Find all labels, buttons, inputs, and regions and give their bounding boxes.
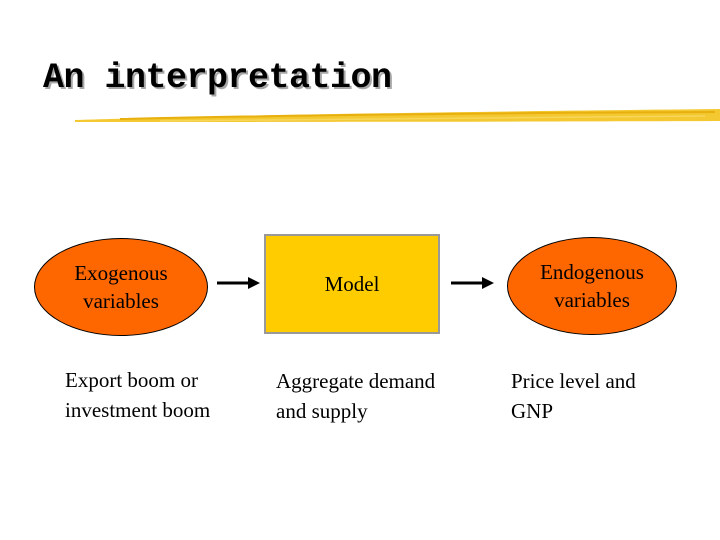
input-example-caption: Export boom or investment boom xyxy=(65,368,211,422)
title-underline-brush xyxy=(75,109,720,122)
endogenous-label-line2: variables xyxy=(554,288,630,312)
exogenous-variables-oval: Exogenous variables xyxy=(34,238,208,336)
model-label: Model xyxy=(324,271,380,296)
model-box: Model xyxy=(264,234,440,334)
endogenous-variables-oval: Endogenous variables xyxy=(507,237,677,335)
exogenous-label-line2: variables xyxy=(83,289,159,313)
output-example-caption: Price level and GNP xyxy=(511,369,636,423)
slide-title: An interpretation xyxy=(43,58,392,98)
endogenous-label-line1: Endogenous xyxy=(540,260,644,284)
model-example-caption: Aggregate demand and supply xyxy=(276,369,436,423)
exogenous-label-line1: Exogenous xyxy=(74,261,168,285)
arrow-right-icon xyxy=(451,277,494,289)
arrow-right-icon xyxy=(217,277,260,289)
